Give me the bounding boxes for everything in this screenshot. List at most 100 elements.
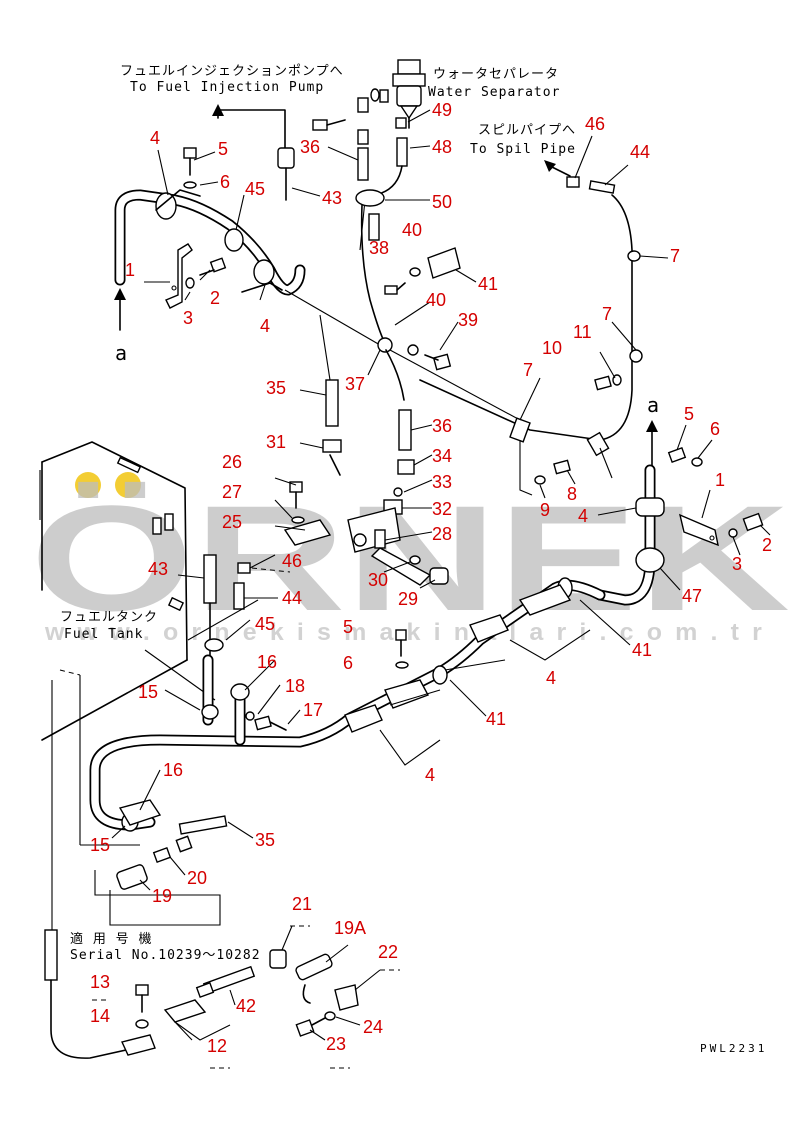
serial-jp: 適 用 号 機	[70, 931, 152, 947]
arrow-up-left-icon	[114, 288, 126, 300]
callout-23: 23	[326, 1034, 346, 1054]
callout-7b: 7	[602, 304, 612, 324]
callout-4b: 4	[260, 316, 270, 336]
callout-46a: 46	[585, 114, 605, 134]
callout-22: 22	[378, 942, 398, 962]
callout-24: 24	[363, 1017, 383, 1037]
callout-13: 13	[90, 972, 110, 992]
callout-48: 48	[432, 137, 452, 157]
clamp-lower-3	[384, 679, 441, 709]
callout-numbers: 1 2 3 4 4 5 6 45 36 43 49 48 50 46 44 7 …	[90, 100, 772, 1056]
callout-14: 14	[90, 1006, 110, 1026]
view-a-left: a	[115, 341, 127, 365]
callout-35b: 35	[255, 830, 275, 850]
callout-4a: 4	[150, 128, 160, 148]
callout-3b: 3	[732, 554, 742, 574]
bolt-2-upper	[185, 257, 227, 289]
callout-leaders	[111, 109, 771, 1041]
clamp-lower-2	[444, 614, 509, 671]
callout-15b: 15	[90, 835, 110, 855]
callout-4e: 4	[425, 765, 435, 785]
callout-29: 29	[398, 589, 418, 609]
callout-44a: 44	[630, 142, 650, 162]
callout-47: 47	[682, 586, 702, 606]
callout-30: 30	[368, 570, 388, 590]
callout-49: 49	[432, 100, 452, 120]
arrow-up-right-icon	[646, 420, 658, 432]
callout-28: 28	[432, 524, 452, 544]
callout-1a: 1	[125, 260, 135, 280]
callout-40a: 40	[402, 220, 422, 240]
callout-11: 11	[573, 322, 592, 342]
spill-jp: スピルパイプへ	[478, 123, 576, 138]
callout-2b: 2	[762, 535, 772, 555]
note-fuel-tank: フュエルタンク Fuel Tank	[60, 610, 158, 642]
callout-17: 17	[303, 700, 323, 720]
water-separator	[370, 59, 426, 129]
lower-fittings	[51, 669, 228, 930]
callout-5b: 5	[684, 404, 694, 424]
callout-10: 10	[542, 338, 562, 358]
callout-4c: 4	[578, 506, 588, 526]
callout-33: 33	[432, 472, 452, 492]
callout-45a: 45	[245, 179, 265, 199]
callout-18: 18	[285, 676, 305, 696]
callout-1b: 1	[715, 470, 725, 490]
callout-5a: 5	[218, 139, 228, 159]
connector-group-top	[312, 97, 408, 346]
view-a-right: a	[647, 393, 659, 417]
callout-8: 8	[567, 484, 577, 504]
clamp-40-41	[377, 247, 461, 371]
callout-50: 50	[432, 192, 452, 212]
arrow-spill-icon	[544, 160, 556, 172]
callout-2a: 2	[210, 288, 220, 308]
callout-16a: 16	[257, 652, 277, 672]
callout-35a: 35	[266, 378, 286, 398]
clamp-upper-3	[241, 259, 283, 293]
serial-parts	[44, 925, 400, 1069]
arrow-up-pump-icon	[212, 104, 224, 116]
callout-41c: 41	[486, 709, 506, 729]
water-sep-en: Water Separator	[428, 85, 560, 100]
upper-fuel-pipe	[114, 147, 306, 296]
callout-45b: 45	[255, 614, 275, 634]
callout-39: 39	[458, 310, 478, 330]
clamp-upper-2	[224, 228, 244, 252]
callout-4d: 4	[546, 668, 556, 688]
note-water-separator: ウォータセパレータ Water Separator	[428, 67, 560, 100]
callout-25: 25	[222, 512, 242, 532]
tank-en: Fuel Tank	[64, 627, 143, 642]
callout-43a: 43	[322, 188, 342, 208]
callout-27: 27	[222, 482, 242, 502]
tank-jp: フュエルタンク	[60, 610, 158, 625]
callout-19: 19	[152, 886, 172, 906]
callout-21: 21	[292, 894, 312, 914]
arrows	[114, 104, 658, 471]
callout-36a: 36	[300, 137, 320, 157]
bracket-1-left	[165, 243, 193, 309]
callout-26: 26	[222, 452, 242, 472]
callout-37: 37	[345, 374, 365, 394]
callout-38: 38	[369, 238, 389, 258]
callout-7a: 7	[670, 246, 680, 266]
callout-36b: 36	[432, 416, 452, 436]
fuel-pump-jp: フュエルインジェクションポンプへ	[120, 64, 344, 79]
callout-32: 32	[432, 499, 452, 519]
note-spill-pipe: スピルパイプへ To Spil Pipe	[470, 123, 576, 157]
clamp-lower-4	[344, 704, 441, 766]
clamp-upper-1	[155, 189, 201, 220]
fuel-tank	[39, 441, 188, 741]
callout-44b: 44	[282, 588, 302, 608]
callout-40b: 40	[426, 290, 446, 310]
note-fuel-pump: フュエルインジェクションポンプへ To Fuel Injection Pump	[120, 64, 344, 95]
callout-16b: 16	[163, 760, 183, 780]
callout-12: 12	[207, 1036, 227, 1056]
spill-pipe	[419, 176, 643, 496]
callout-5c: 5	[343, 617, 353, 637]
serial-en: Serial No.10239～10282	[70, 948, 261, 963]
callout-15a: 15	[138, 682, 158, 702]
callout-6b: 6	[710, 419, 720, 439]
callout-6c: 6	[343, 653, 353, 673]
callout-19a: 19A	[334, 918, 366, 938]
